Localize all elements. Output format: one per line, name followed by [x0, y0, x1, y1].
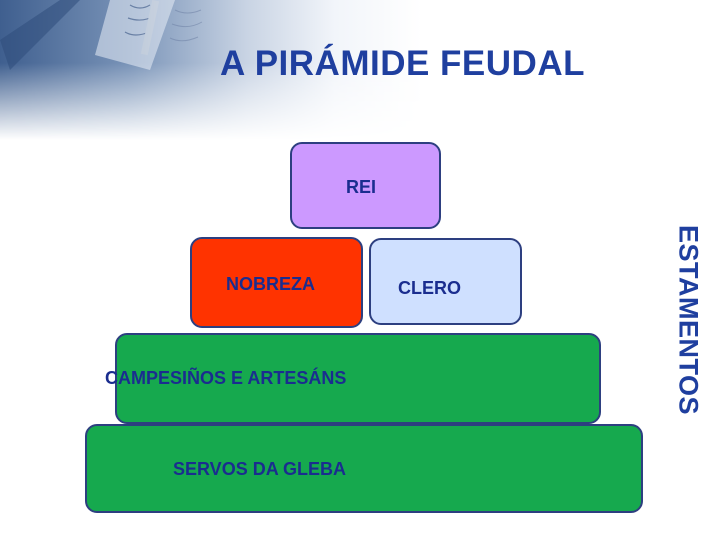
pyramid-label-clero: CLERO — [398, 278, 461, 298]
pyramid-block-campesinos-artesans: CAMPESIÑOS E ARTESÁNS — [105, 333, 601, 424]
pyramid-label-rei: REI — [346, 177, 377, 197]
slide-title: A PIRÁMIDE FEUDAL — [220, 44, 585, 83]
pyramid-label-campesinos-artesans: CAMPESIÑOS E ARTESÁNS — [105, 368, 347, 388]
pyramid-label-servos-da-gleba: SERVOS DA GLEBA — [173, 459, 347, 479]
pyramid-block-rei: REI — [290, 142, 441, 229]
estamentos-label-container: ESTAMENTOS — [668, 192, 708, 448]
estamentos-label: ESTAMENTOS — [673, 224, 704, 416]
pyramid-block-clero: CLERO — [369, 238, 522, 325]
pyramid-block-nobreza: NOBREZA — [190, 237, 363, 328]
pyramid-block-servos-da-gleba: SERVOS DA GLEBA — [85, 424, 643, 513]
pyramid-label-nobreza: NOBREZA — [226, 274, 315, 294]
pen-and-papers-decoration — [0, 0, 203, 70]
